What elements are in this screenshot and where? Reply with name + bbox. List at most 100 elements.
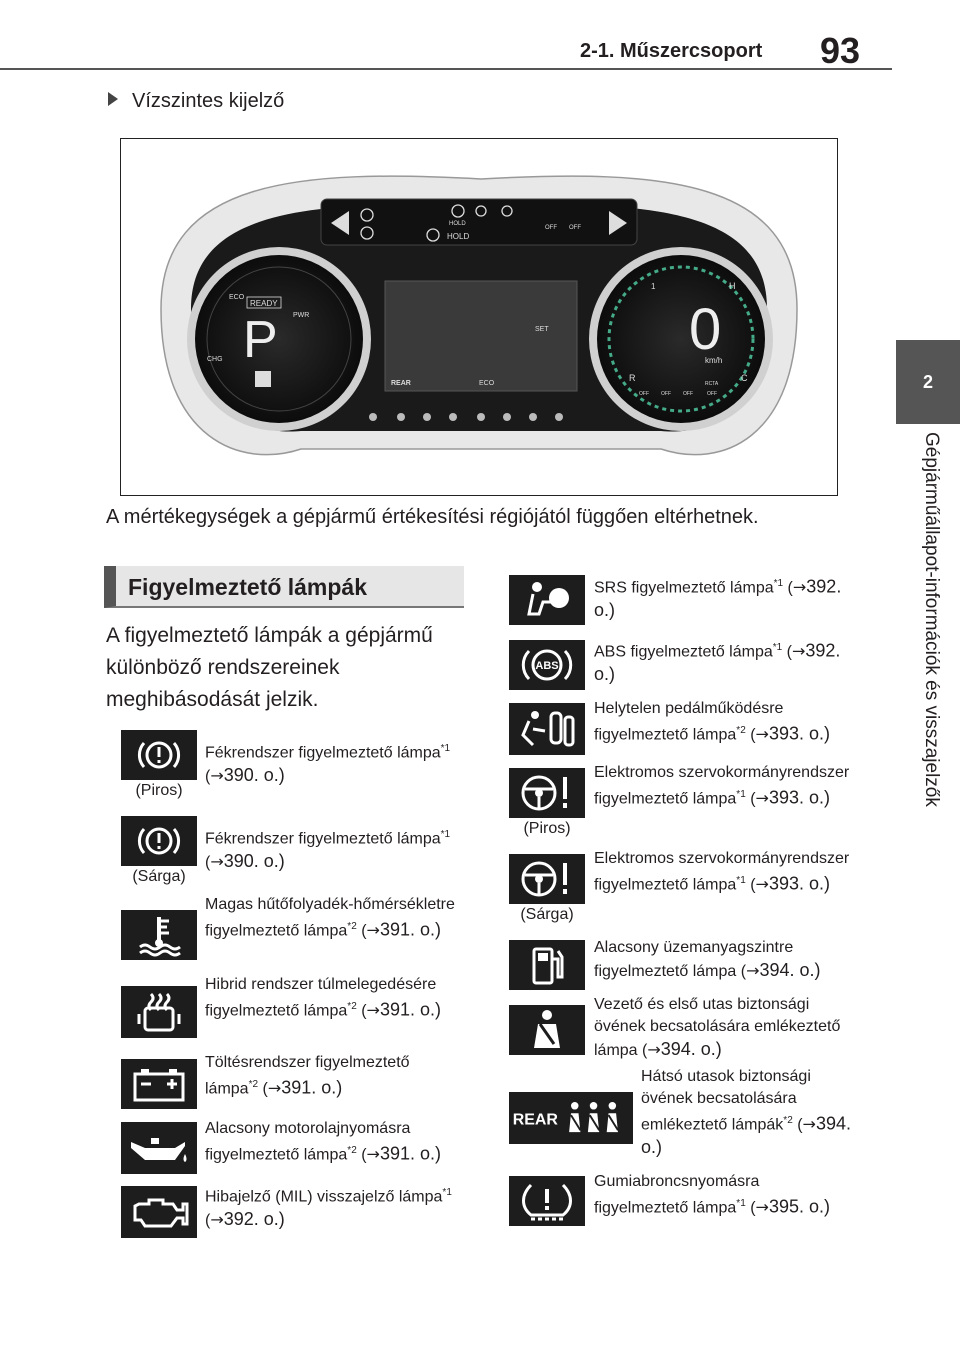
- reference-arrow: →: [267, 1078, 282, 1098]
- lamp-description: Fékrendszer figyelmeztető lámpa*1 (→390.…: [205, 743, 451, 786]
- eco-label: ECO: [229, 294, 245, 301]
- lamp-description: Töltésrendszer figyelmeztető lámpa*2 (→3…: [205, 1054, 410, 1098]
- center-eco-label: ECO: [479, 380, 495, 387]
- chapter-title: Gépjárműállapot-információk és visszajel…: [921, 432, 942, 807]
- lamp-description-text: Fékrendszer figyelmeztető lámpa: [205, 830, 441, 848]
- oil-pressure-icon: [121, 1122, 197, 1174]
- svg-text:ABS: ABS: [535, 660, 558, 672]
- reference-arrow: →: [746, 961, 760, 980]
- page-reference: 390. o.): [223, 765, 285, 786]
- page-reference: 393. o.): [768, 873, 830, 894]
- brake-amber-icon: [121, 816, 197, 866]
- page-reference: 394. o.): [759, 960, 821, 980]
- reference-arrow: →: [755, 724, 769, 744]
- lamp-description-text: Hibajelző (MIL) visszajelző lámpa: [205, 1188, 443, 1206]
- footnote-marker: *1: [772, 642, 783, 653]
- reference-arrow: →: [755, 874, 769, 894]
- footnote-marker: *1: [440, 743, 451, 754]
- brake-red-icon: [121, 730, 197, 780]
- footnote-marker: *1: [736, 875, 746, 886]
- page-reference: 394. o.): [641, 1113, 851, 1158]
- ready-label: READY: [250, 299, 278, 308]
- footnote-marker: *2: [783, 1115, 793, 1126]
- subheading: Vízszintes kijelző: [108, 90, 284, 113]
- lamp-description-text: Vezető és első utas biztonsági övének be…: [594, 996, 841, 1059]
- section-heading-text: Figyelmeztető lámpák: [128, 574, 368, 600]
- reference-arrow: →: [791, 641, 806, 661]
- triangle-bullet-icon: [108, 92, 118, 106]
- off-label-1: OFF: [545, 225, 557, 231]
- lamp-description: Alacsony üzemanyagszintre figyelmeztető …: [594, 939, 821, 980]
- lamp-description-text: Fékrendszer figyelmeztető lámpa: [205, 744, 441, 762]
- lamp-description: ABS figyelmeztető lámpa*1 (→392. o.): [594, 640, 841, 685]
- speed-unit: km/h: [705, 356, 722, 365]
- page-reference: 393. o.): [768, 787, 830, 808]
- lamp-description: Magas hűtőfolyadék-hőmérsékletre figyelm…: [205, 896, 455, 940]
- page-reference: 391. o.): [379, 1143, 441, 1164]
- page-reference: 392. o.): [223, 1209, 285, 1230]
- right-off-4: OFF: [707, 391, 717, 397]
- page-reference: 390. o.): [223, 851, 285, 872]
- page-reference: 393. o.): [768, 723, 830, 744]
- footnote-marker: *1: [736, 789, 746, 800]
- footnote-marker: *1: [440, 829, 451, 840]
- lamp-description: Hibrid rendszer túlmelegedésére figyelme…: [205, 976, 441, 1020]
- footnote-marker: *1: [736, 1198, 746, 1209]
- reference-arrow: →: [210, 852, 224, 872]
- lamp-description-text: Helytelen pedálműködésre figyelmeztető l…: [594, 700, 784, 744]
- low-fuel-icon: [509, 940, 585, 990]
- hold-label-1: HOLD: [449, 221, 466, 227]
- page-reference: 391. o.): [379, 999, 441, 1020]
- lamp-description: Fékrendszer figyelmeztető lámpa*1 (→390.…: [205, 829, 451, 872]
- lamp-description: Elektromos szervokormányrendszer figyelm…: [594, 850, 850, 894]
- color-caption: (Sárga): [520, 906, 574, 923]
- abs-icon: ABS: [509, 640, 585, 690]
- rear-seatbelt-icon: REAR: [509, 1092, 633, 1144]
- dashboard-figure: HOLD HOLD OFF OFF ECO READY PWR CHG P SE…: [120, 138, 838, 496]
- footnote-marker: *2: [248, 1079, 259, 1090]
- footnote-marker: *2: [347, 1001, 357, 1012]
- lamp-description: Vezető és első utas biztonsági övének be…: [594, 996, 841, 1059]
- lamp-description-text: Töltésrendszer figyelmeztető lámpa: [205, 1054, 410, 1098]
- lamp-description: Alacsony motorolajnyomásra figyelmeztető…: [205, 1120, 441, 1164]
- reference-arrow: →: [647, 1040, 661, 1059]
- rear-label: REAR: [391, 380, 411, 387]
- reference-arrow: →: [366, 1144, 380, 1164]
- reference-arrow: →: [755, 1197, 769, 1217]
- svg-text:REAR: REAR: [513, 1112, 559, 1129]
- footnote-marker: *1: [442, 1187, 452, 1198]
- footnote-marker: *1: [773, 578, 784, 589]
- page-reference: 395. o.): [768, 1196, 830, 1217]
- section-heading: Figyelmeztető lámpák: [104, 566, 464, 608]
- lamp-description-text: Magas hűtőfolyadék-hőmérsékletre figyelm…: [205, 896, 455, 940]
- page-reference: 392. o.): [594, 576, 842, 621]
- reference-arrow: →: [802, 1114, 816, 1134]
- fuel-r-label: R: [629, 373, 636, 383]
- rcta-label: RCTA: [705, 381, 719, 387]
- lamp-description-text: Hátsó utasok biztonsági övének becsatolá…: [641, 1068, 811, 1134]
- check-engine-icon: [121, 1186, 197, 1238]
- lamp-description-text: Alacsony üzemanyagszintre figyelmeztető …: [594, 939, 794, 980]
- lamp-description-text: Alacsony motorolajnyomásra figyelmeztető…: [205, 1120, 411, 1164]
- lamp-description-text: SRS figyelmeztető lámpa: [594, 579, 774, 597]
- hybrid-overheat-icon: [121, 986, 197, 1038]
- seatbelt-icon: [509, 1005, 585, 1055]
- pwr-label: PWR: [293, 312, 309, 319]
- fuel-tick-1: 1: [651, 282, 656, 291]
- instrument-cluster-illustration: HOLD HOLD OFF OFF ECO READY PWR CHG P SE…: [160, 175, 798, 456]
- reference-arrow: →: [210, 766, 224, 786]
- temp-h-label: H: [729, 281, 736, 291]
- chg-label: CHG: [207, 356, 223, 363]
- units-note: A mértékegységek a gépjármű értékesítési…: [106, 506, 759, 528]
- reference-arrow: →: [792, 577, 807, 597]
- subheading-text: Vízszintes kijelző: [132, 90, 285, 112]
- lamp-description: SRS figyelmeztető lámpa*1 (→392. o.): [594, 576, 842, 621]
- color-caption: (Sárga): [132, 868, 186, 885]
- footnote-marker: *2: [347, 921, 357, 932]
- page-reference: 394. o.): [660, 1039, 722, 1059]
- lamp-description: Hátsó utasok biztonsági övének becsatolá…: [641, 1068, 851, 1158]
- eps-amber-icon: [509, 854, 585, 904]
- lamp-description: Elektromos szervokormányrendszer figyelm…: [594, 764, 850, 808]
- right-off-3: OFF: [683, 391, 693, 397]
- right-off-2: OFF: [661, 391, 671, 397]
